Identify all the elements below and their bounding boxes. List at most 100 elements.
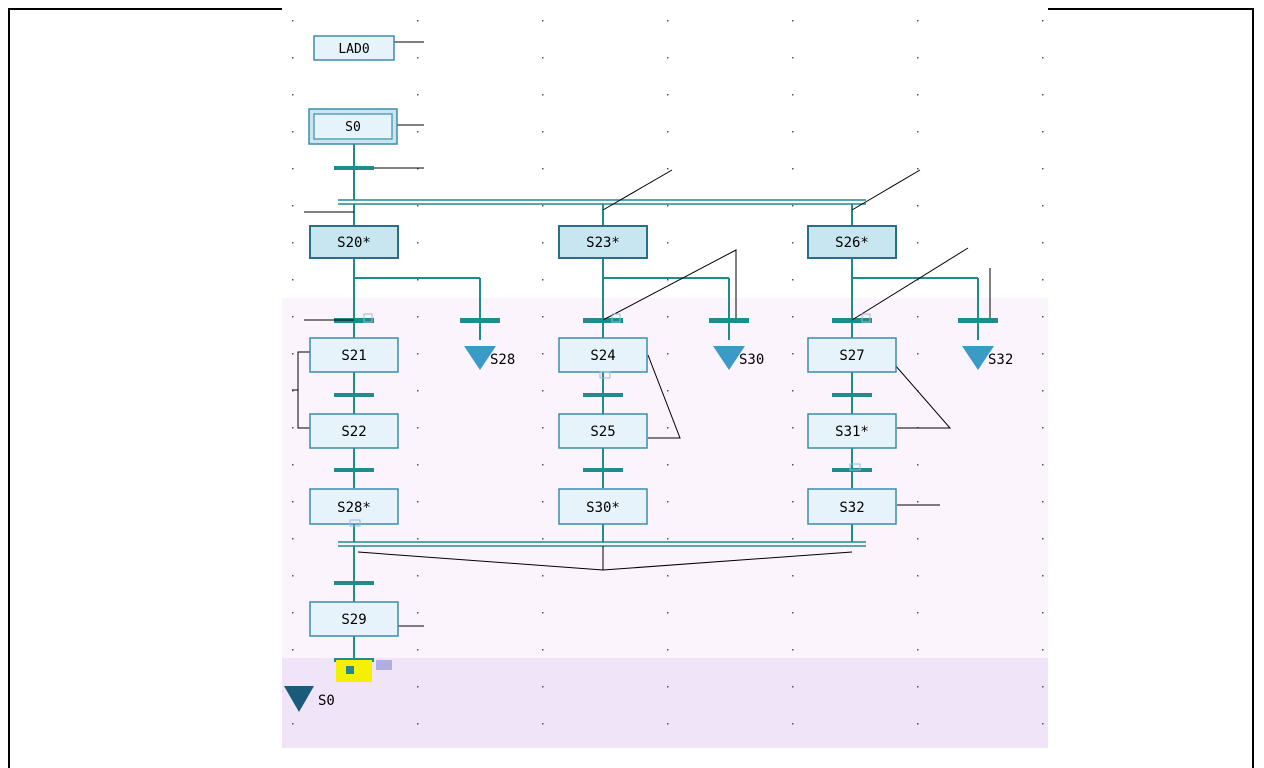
grid-dot bbox=[792, 575, 794, 577]
step-label: S20* bbox=[337, 235, 371, 251]
grid-dot bbox=[917, 316, 919, 318]
grid-dot bbox=[292, 20, 294, 22]
grid-dot bbox=[792, 464, 794, 466]
step-s21[interactable]: S21 bbox=[309, 337, 399, 373]
grid-dot bbox=[292, 575, 294, 577]
grid-dot bbox=[667, 242, 669, 244]
grid-dot bbox=[1042, 686, 1044, 688]
grid-dot bbox=[292, 168, 294, 170]
step-s22[interactable]: S22 bbox=[309, 413, 399, 449]
step-label: S27 bbox=[839, 348, 864, 364]
canvas-band-top bbox=[282, 8, 1048, 298]
step-label: S25 bbox=[590, 424, 615, 440]
grid-dot bbox=[417, 57, 419, 59]
grid-dot bbox=[917, 686, 919, 688]
grid-dot bbox=[792, 279, 794, 281]
transition-bar bbox=[334, 166, 374, 170]
jump-target-label: S30 bbox=[739, 352, 764, 368]
grid-dot bbox=[292, 316, 294, 318]
grid-dot bbox=[1042, 131, 1044, 133]
jump-s32[interactable]: S32 bbox=[962, 346, 1013, 370]
grid-dot bbox=[417, 242, 419, 244]
grid-dot bbox=[542, 20, 544, 22]
grid-dot bbox=[417, 205, 419, 207]
grid-dot bbox=[667, 723, 669, 725]
grid-dot bbox=[667, 501, 669, 503]
grid-dot bbox=[917, 612, 919, 614]
grid-dot bbox=[667, 427, 669, 429]
transition-bar bbox=[460, 318, 500, 323]
step-s31[interactable]: S31* bbox=[807, 413, 897, 449]
step-s30[interactable]: S30* bbox=[558, 488, 648, 525]
grid-dot bbox=[1042, 427, 1044, 429]
grid-dot bbox=[667, 168, 669, 170]
grid-dot bbox=[417, 353, 419, 355]
jump-target-label: S0 bbox=[318, 693, 335, 709]
grid-dot bbox=[917, 464, 919, 466]
grid-dot bbox=[667, 94, 669, 96]
grid-dot bbox=[542, 686, 544, 688]
grid-dot bbox=[667, 538, 669, 540]
grid-dot bbox=[292, 649, 294, 651]
yellow-marker-icon bbox=[336, 660, 392, 682]
grid-dot bbox=[917, 538, 919, 540]
grid-dot bbox=[667, 205, 669, 207]
step-s26[interactable]: S26* bbox=[807, 225, 897, 259]
grid-dot bbox=[667, 316, 669, 318]
step-s24[interactable]: S24 bbox=[558, 337, 648, 373]
grid-dot bbox=[792, 353, 794, 355]
grid-dot bbox=[417, 20, 419, 22]
grid-dot bbox=[292, 612, 294, 614]
grid-dot bbox=[542, 501, 544, 503]
grid-dot bbox=[667, 57, 669, 59]
grid-dot bbox=[417, 649, 419, 651]
step-s20[interactable]: S20* bbox=[309, 225, 399, 259]
jump-s0[interactable]: S0 bbox=[284, 686, 335, 712]
grid-dot bbox=[917, 649, 919, 651]
grid-dot bbox=[292, 94, 294, 96]
grid-dot bbox=[417, 390, 419, 392]
grid-dot bbox=[792, 686, 794, 688]
step-label: S22 bbox=[341, 424, 366, 440]
step-label: S28* bbox=[337, 500, 371, 516]
grid-dot bbox=[292, 353, 294, 355]
jump-s28[interactable]: S28 bbox=[464, 346, 515, 370]
grid-dot bbox=[792, 316, 794, 318]
grid-dot bbox=[292, 57, 294, 59]
step-label: S30* bbox=[586, 500, 620, 516]
transition-bar bbox=[334, 393, 374, 397]
step-label: S32 bbox=[839, 500, 864, 516]
grid-dot bbox=[1042, 501, 1044, 503]
transition-bar bbox=[334, 468, 374, 472]
grid-dot bbox=[917, 501, 919, 503]
grid-dot bbox=[792, 94, 794, 96]
grid-dot bbox=[917, 723, 919, 725]
transition-bar bbox=[583, 468, 623, 472]
grid-dot bbox=[667, 279, 669, 281]
step-s29[interactable]: S29 bbox=[309, 601, 399, 637]
step-s25[interactable]: S25 bbox=[558, 413, 648, 449]
grid-dot bbox=[1042, 612, 1044, 614]
jump-arrow-icon bbox=[284, 686, 314, 712]
step-s27[interactable]: S27 bbox=[807, 337, 897, 373]
grid-dot bbox=[542, 390, 544, 392]
step-s32[interactable]: S32 bbox=[807, 488, 897, 525]
grid-dot bbox=[542, 427, 544, 429]
grid-dot bbox=[917, 131, 919, 133]
grid-dot bbox=[792, 723, 794, 725]
jump-s30[interactable]: S30 bbox=[713, 346, 764, 370]
sfc-diagram-canvas[interactable]: LAD0 S0 S20* S23* S26* S21 S24 S27 S22 S… bbox=[282, 8, 1048, 748]
initial-step-s0[interactable]: S0 bbox=[308, 108, 398, 145]
step-s23[interactable]: S23* bbox=[558, 225, 648, 259]
step-s28[interactable]: S28* bbox=[309, 488, 399, 525]
grid-dot bbox=[1042, 353, 1044, 355]
grid-dot bbox=[417, 464, 419, 466]
program-label-box[interactable]: LAD0 bbox=[313, 35, 395, 61]
grid-dot bbox=[417, 131, 419, 133]
grid-dot bbox=[417, 427, 419, 429]
grid-dot bbox=[542, 538, 544, 540]
grid-dot bbox=[1042, 168, 1044, 170]
transition-bar bbox=[832, 318, 872, 323]
grid-dot bbox=[417, 575, 419, 577]
grid-dot bbox=[542, 279, 544, 281]
